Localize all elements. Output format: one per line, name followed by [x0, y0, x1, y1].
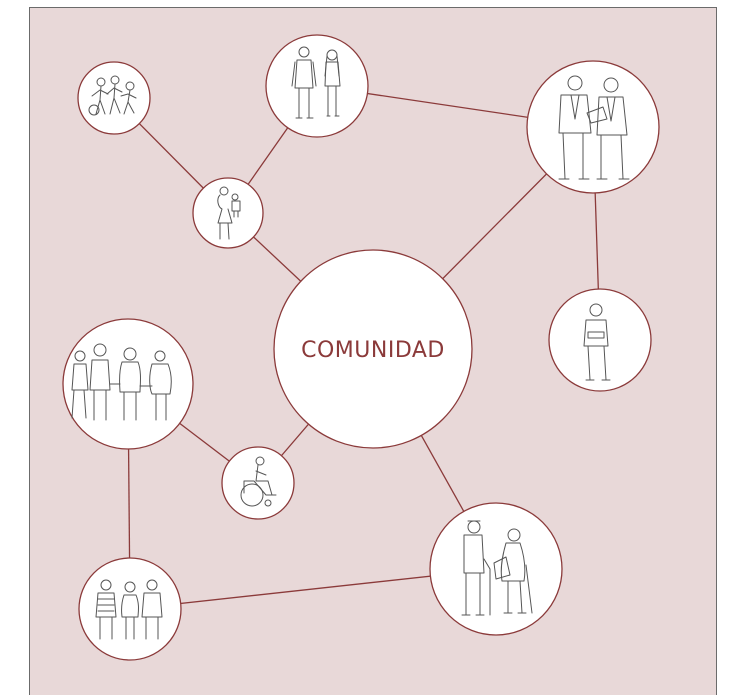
- diagram-frame: COMUNIDAD: [29, 7, 717, 695]
- group-walking-icon: [62, 318, 194, 450]
- young-couple-icon: [265, 34, 369, 138]
- three-people-icon: [78, 557, 182, 661]
- center-label: COMUNIDAD: [301, 338, 445, 363]
- elderly-couple-icon: [429, 502, 563, 636]
- mother-with-child-icon: [192, 177, 264, 249]
- man-reading-icon: [548, 288, 652, 392]
- center-node: COMUNIDAD: [273, 249, 473, 449]
- wheelchair-user-icon: [221, 446, 295, 520]
- business-men-laptop-icon: [526, 60, 660, 194]
- children-playing-icon: [77, 61, 151, 135]
